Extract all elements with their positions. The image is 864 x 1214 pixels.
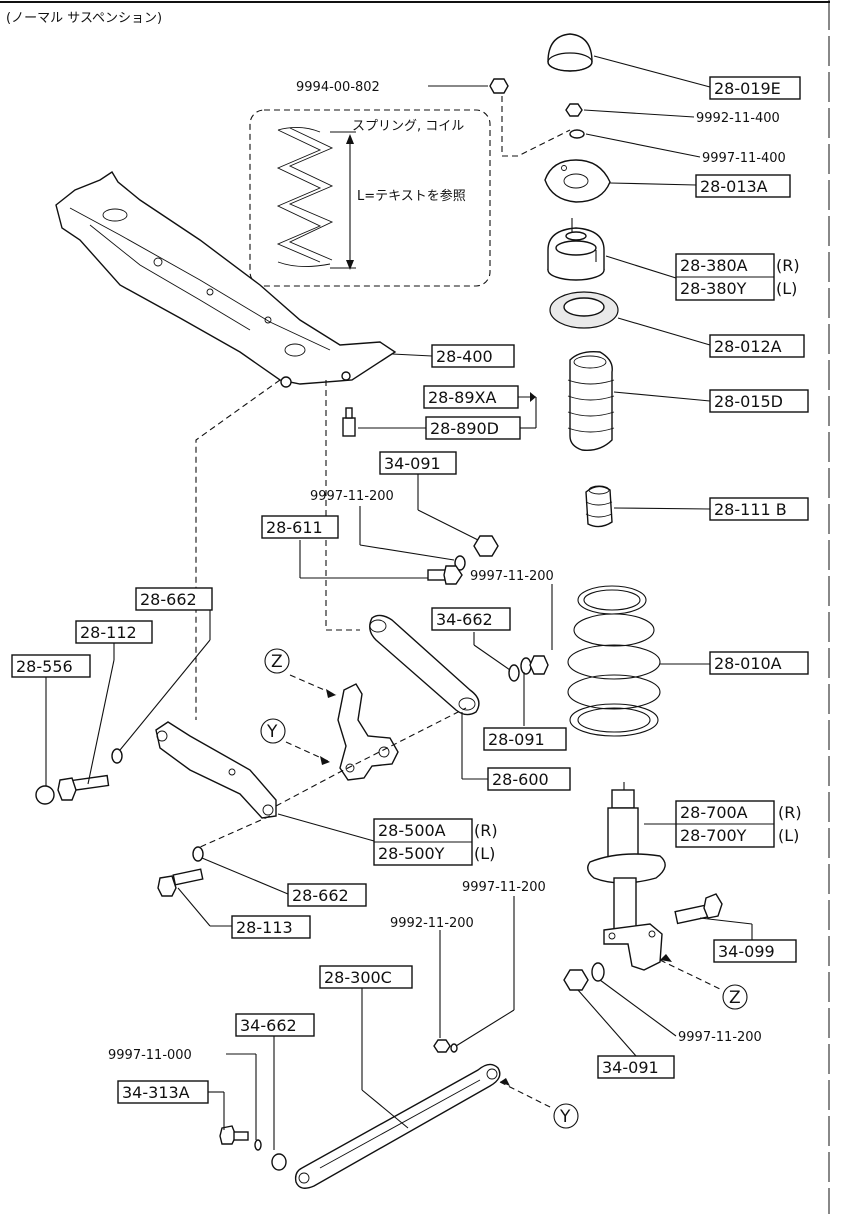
label-9997-11-200-c: 9997-11-200 [462,880,546,895]
bolt-34-099 [674,893,723,925]
label-34-662-b: 34-662 [240,1016,297,1035]
label-28-700A-side: (R) [778,803,802,822]
label-28-091: 28-091 [488,730,545,749]
marker-z-upper-label: Z [271,652,283,672]
label-28-611: 28-611 [266,518,323,537]
label-28-380Y: 28-380Y [680,279,747,298]
marker-z-lower-label: Z [729,988,741,1008]
washer-9997-11-000 [254,1139,262,1151]
spring-note-title: スプリング, コイル [352,119,464,134]
label-28-662-a: 28-662 [140,590,197,609]
label-28-700A: 28-700A [680,803,748,822]
label-28-500Y-side: (L) [474,844,495,863]
label-28-113: 28-113 [236,918,293,937]
washer-34-662-upper [508,664,520,682]
marker-y-lower [553,1103,579,1129]
stud-28-890D [342,407,356,437]
dust-cap [547,33,593,72]
washer-9997-upper [454,555,466,571]
washer-28-662-lower [192,846,204,862]
label-34-091-b: 34-091 [602,1058,659,1077]
marker-y-lower-label: Y [559,1107,571,1127]
label-28-500A: 28-500A [378,821,446,840]
marker-y-upper [260,718,286,744]
label-28-890D: 28-890D [430,419,499,438]
label-28-010A: 28-010A [714,654,782,673]
label-28-556: 28-556 [16,657,73,676]
washer-34-662-lower [271,1153,287,1171]
bolt-28-611 [427,565,463,585]
bolt-28-112 [57,774,110,801]
cap-28-556 [35,785,55,805]
label-34-662-a: 34-662 [436,610,493,629]
washer-lower [591,962,605,982]
label-28-013A: 28-013A [700,177,768,196]
label-28-300C: 28-300C [324,968,392,987]
label-28-700Y: 28-700Y [680,826,747,845]
trailing-link [294,1063,501,1189]
marker-z-upper [264,648,290,674]
lateral-link [369,614,480,716]
bearing [549,291,619,329]
knuckle [337,683,399,781]
washer-9997-lower [450,1043,458,1053]
label-28-111B: 28-111 B [714,500,787,519]
lower-arm [155,721,277,819]
nut-28-091 [529,655,549,675]
bumper [585,485,613,528]
bolt-34-313A [219,1125,249,1145]
label-28-662-b: 28-662 [292,886,349,905]
label-28-019E: 28-019E [714,79,781,98]
spring-length-note: スプリング, コイル L=テキストを参照 [249,109,491,287]
nut-34-091-upper [473,535,499,557]
label-9992-11-400: 9992-11-400 [696,111,780,126]
label-34-099: 34-099 [718,942,775,961]
coil-spring [567,585,661,737]
washer-9997-11-400-part [569,129,585,139]
label-9997-11-400: 9997-11-400 [702,151,786,166]
label-28-89XA: 28-89XA [428,388,496,407]
label-28-380A: 28-380A [680,256,748,275]
strut [587,782,666,971]
label-9997-11-000: 9997-11-000 [108,1048,192,1063]
label-28-112: 28-112 [80,623,137,642]
label-9992-11-200: 9992-11-200 [390,916,474,931]
label-28-015D: 28-015D [714,392,783,411]
nut-9992-11-200 [433,1039,451,1053]
label-34-313A: 34-313A [122,1083,190,1102]
strut-mount [547,218,605,281]
page-title: (ノーマル サスペンション) [6,11,162,26]
spring-length-text: L=テキストを参照 [357,188,466,204]
marker-z-lower [722,984,748,1010]
label-9997-11-200-a: 9997-11-200 [310,489,394,504]
label-28-380A-side: (R) [776,256,800,275]
label-9994-00-802: 9994-00-802 [296,80,380,95]
marker-y-upper-label: Y [266,722,278,742]
nut-9994-00-802-part [489,78,509,94]
label-28-500Y: 28-500Y [378,844,445,863]
crossmember [55,171,397,388]
mount-plate [544,159,611,203]
label-28-600: 28-600 [492,770,549,789]
label-9997-11-200-b: 9997-11-200 [470,569,554,584]
label-9997-11-200-d: 9997-11-200 [678,1030,762,1045]
washer-9997-mid [520,657,532,675]
nut-9992-11-400-part [565,103,583,117]
nut-34-091-lower [563,969,589,991]
bolt-28-113 [157,868,204,897]
label-28-380Y-side: (L) [776,279,797,298]
label-28-400: 28-400 [436,347,493,366]
label-28-700Y-side: (L) [778,826,799,845]
label-28-500A-side: (R) [474,821,498,840]
label-28-012A: 28-012A [714,337,782,356]
bump-stop [567,350,615,451]
washer-28-662-upper [111,748,123,764]
label-34-091-a: 34-091 [384,454,441,473]
